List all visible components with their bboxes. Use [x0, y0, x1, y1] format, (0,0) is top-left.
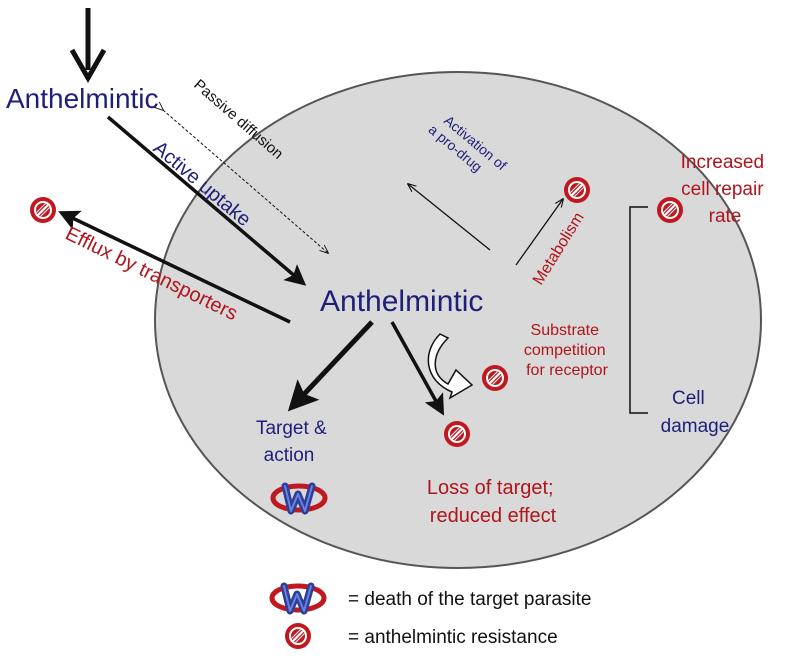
passive-diffusion-arrow: [163, 110, 328, 253]
resistance-symbol-icon: [655, 195, 685, 225]
resistance-symbol-icon: [28, 195, 58, 225]
loss-target-arrow: [390, 321, 445, 416]
anthelmintic-center-label: Anthelmintic: [320, 285, 483, 318]
loss-of-target-label: Loss of target; reduced effect: [427, 477, 559, 527]
legend-resistance-label: = anthelmintic resistance: [348, 627, 558, 648]
metabolism-arrow: [515, 199, 563, 266]
cell-damage-label: Cell damage: [661, 388, 730, 437]
resistance-symbol-icon: [562, 175, 592, 205]
legend: = death of the target parasite = anthelm…: [272, 586, 591, 651]
cell-damage-bracket: [629, 206, 648, 414]
activation-arrow: [408, 184, 491, 251]
target-action-arrow: [287, 320, 374, 412]
resistance-symbol-icon: [442, 419, 472, 449]
efflux-arrow: [58, 210, 291, 324]
entry-arrow-head: [69, 48, 107, 84]
anthelmintic-outside-label: Anthelmintic: [6, 83, 159, 114]
legend-resistance-symbol-icon: [283, 621, 313, 651]
resistance-symbol-icon: [480, 363, 510, 393]
legend-parasite-death-icon: [272, 586, 324, 611]
legend-death-label: = death of the target parasite: [348, 589, 591, 610]
competition-curved-arrow: [427, 333, 474, 400]
substrate-competition-label: Substrate competition for receptor: [524, 322, 610, 379]
target-action-label: Target & action: [256, 418, 332, 466]
cell-repair-label: Increased cell repair rate: [681, 152, 770, 227]
